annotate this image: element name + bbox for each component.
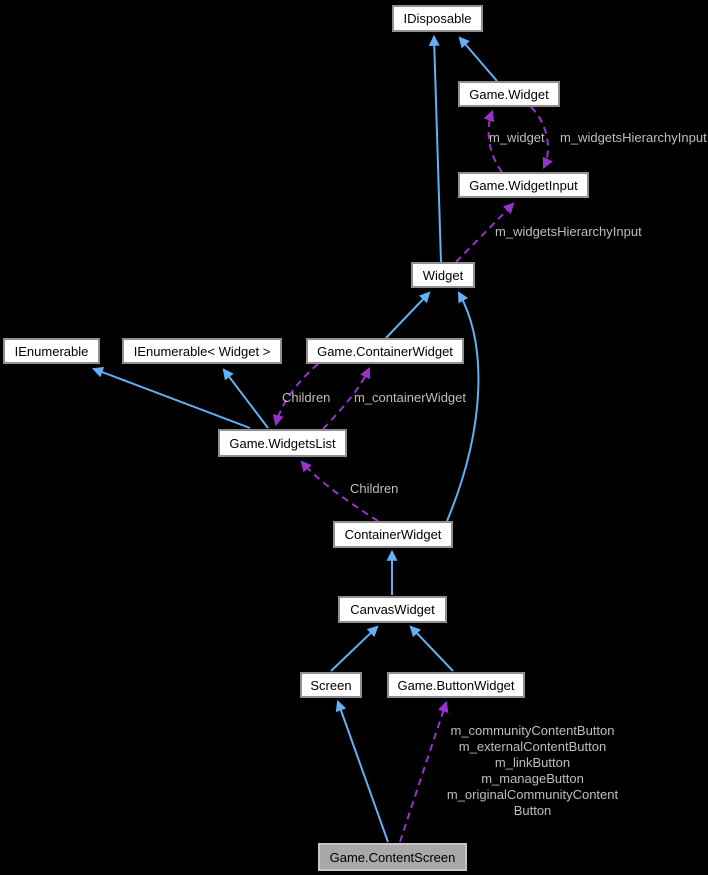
edge-contentscreen-to-screen	[335, 699, 389, 843]
node-ienumerable-widget[interactable]: IEnumerable< Widget >	[122, 338, 282, 364]
node-idisposable[interactable]: IDisposable	[392, 5, 483, 32]
edge-label-m-container-widget: m_containerWidget	[354, 390, 466, 405]
edge-label-m-widget: m_widget	[489, 130, 545, 145]
edge-widget-to-idisposable	[428, 34, 442, 263]
edge-label-children-lower: Children	[350, 481, 399, 496]
edge-widget-to-widgetinput-hierarchy	[455, 202, 515, 263]
edge-contentscreen-to-buttonwidget	[399, 700, 449, 843]
edge-containerwidget-to-widget	[446, 291, 480, 522]
node-game-widgetinput[interactable]: Game.WidgetInput	[458, 172, 589, 198]
edge-label-m-widgets-hierarchy-input-mid: m_widgetsHierarchyInput	[495, 224, 642, 239]
edge-containerwidget-to-widgetslist-children	[300, 460, 379, 522]
edge-widgetslist-to-ienumerablewidget	[222, 368, 269, 429]
node-screen[interactable]: Screen	[300, 672, 362, 698]
node-widget[interactable]: Widget	[411, 262, 475, 288]
edge-widgetslist-to-ienumerable	[91, 366, 251, 429]
edge-buttonwidget-to-canvaswidget	[409, 625, 454, 672]
node-containerwidget[interactable]: ContainerWidget	[333, 521, 453, 548]
edge-label-m-widgets-hierarchy-input-top: m_widgetsHierarchyInput	[560, 130, 707, 145]
node-game-buttonwidget[interactable]: Game.ButtonWidget	[387, 672, 525, 698]
node-game-widgetslist[interactable]: Game.WidgetsList	[218, 429, 347, 457]
edge-label-content-screen-buttons: m_communityContentButton m_externalConte…	[446, 723, 619, 818]
edge-label-children-upper: Children	[282, 390, 331, 405]
node-game-containerwidget[interactable]: Game.ContainerWidget	[306, 338, 464, 364]
edge-gamewidget-to-widgetinput-hierarchy	[530, 106, 553, 169]
edge-gamecontainerwidget-to-widget	[385, 291, 431, 339]
node-ienumerable[interactable]: IEnumerable	[3, 338, 100, 364]
edge-gamecontainerwidget-to-widgetslist-children	[272, 363, 319, 427]
edge-gamewidget-to-idisposable	[458, 36, 498, 82]
edge-widgetslist-to-gamecontainerwidget	[322, 367, 371, 430]
edge-widgetinput-to-gamewidget-mwidget	[483, 109, 503, 173]
edge-screen-to-canvaswidget	[330, 625, 379, 672]
node-game-contentscreen: Game.ContentScreen	[318, 843, 467, 871]
node-game-widget[interactable]: Game.Widget	[458, 81, 560, 107]
node-canvaswidget[interactable]: CanvasWidget	[338, 596, 447, 623]
